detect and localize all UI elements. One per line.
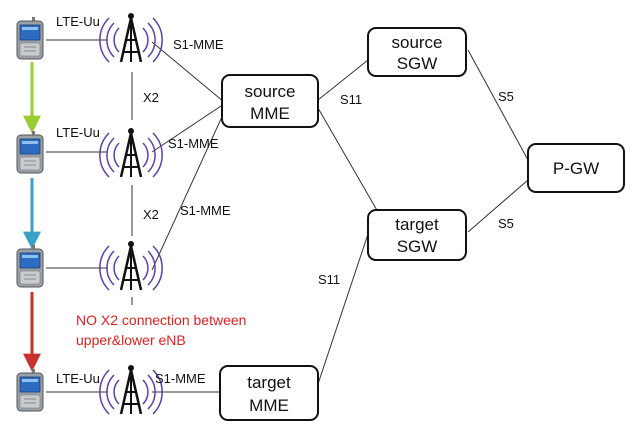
lte-uu-label-4: LTE-Uu	[56, 371, 100, 386]
s5-line-source	[467, 49, 529, 161]
connections	[46, 39, 529, 393]
s5-label-target: S5	[498, 216, 514, 231]
s11-line-target	[317, 233, 369, 385]
x2-label-2: X2	[143, 207, 159, 222]
enb-antenna-icon-2	[98, 126, 164, 179]
s1-mme-line-3	[151, 107, 227, 271]
target-sgw-line2: SGW	[397, 237, 438, 256]
ue-phone-icons	[16, 16, 44, 412]
no-x2-note-line2: upper&lower eNB	[76, 332, 186, 348]
ue-phone-icon-3	[16, 244, 44, 288]
s11-label-target: S11	[318, 272, 340, 287]
no-x2-note-line1: NO X2 connection between	[76, 312, 246, 328]
s11-label-source: S11	[340, 92, 362, 107]
lte-uu-label-1: LTE-Uu	[56, 14, 100, 29]
ue-phone-icon-1	[16, 16, 44, 60]
pgw-node: P-GW	[527, 143, 625, 193]
s1-mme-label-2: S1-MME	[168, 136, 219, 151]
lte-uu-label-2: LTE-Uu	[56, 125, 100, 140]
source-mme-node: source MME	[221, 74, 319, 128]
target-sgw-node: target SGW	[367, 209, 467, 261]
target-sgw-line1: target	[395, 215, 439, 234]
s1-mme-label-3: S1-MME	[180, 203, 231, 218]
source-sgw-line2: SGW	[397, 54, 438, 73]
ue-phone-icon-2	[16, 130, 44, 174]
ue-phone-icon-4	[16, 368, 44, 412]
s5-line-target	[467, 179, 529, 233]
source-mme-line1: source	[244, 82, 295, 101]
source-sgw-node: source SGW	[367, 27, 467, 77]
enb-antenna-icon-4	[98, 363, 164, 416]
s1-mme-label-4: S1-MME	[155, 371, 206, 386]
s1-mme-line-2	[151, 103, 225, 153]
s1-mme-line-1	[151, 41, 225, 103]
enb-antenna-icon-1	[98, 11, 164, 64]
s1-mme-label-1: S1-MME	[173, 37, 224, 52]
target-mme-node: target MME	[219, 365, 319, 421]
source-mme-line2: MME	[250, 104, 290, 123]
enb-antenna-icon-3	[98, 239, 164, 292]
s11-line-source	[317, 59, 369, 101]
s5-label-source: S5	[498, 89, 514, 104]
target-mme-line2: MME	[249, 396, 289, 415]
no-x2-note: NO X2 connection between upper&lower eNB	[76, 312, 246, 348]
x2-label-1: X2	[143, 90, 159, 105]
s11-line-source-target	[317, 107, 379, 213]
source-sgw-line1: source	[391, 33, 442, 52]
pgw-label: P-GW	[553, 159, 599, 178]
target-mme-line1: target	[247, 373, 291, 392]
link-labels: LTE-Uu LTE-Uu LTE-Uu S1-MME S1-MME S1-MM…	[56, 14, 514, 386]
